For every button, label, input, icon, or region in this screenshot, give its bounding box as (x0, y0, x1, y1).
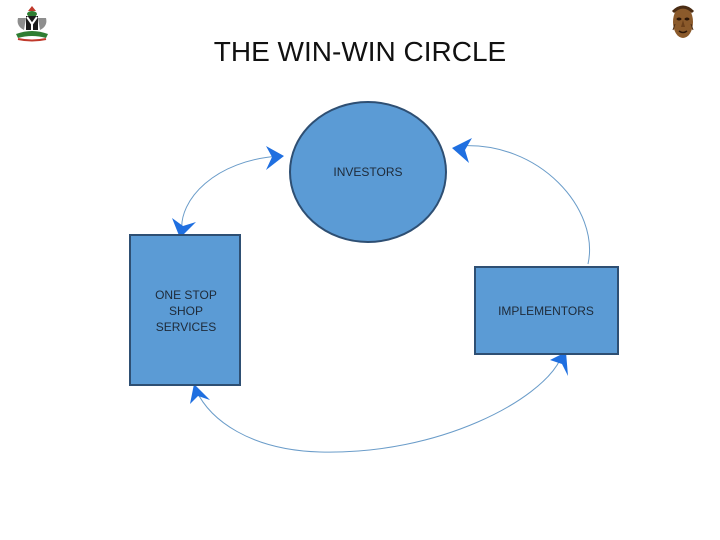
coat-of-arms-icon (16, 6, 48, 42)
one-stop-shop-label-line-1: ONE STOP (155, 288, 217, 302)
implementors-label: IMPLEMENTORS (498, 304, 594, 318)
one-stop-shop-label-line-3: SERVICES (156, 320, 216, 334)
mask-icon (671, 5, 695, 38)
one-stop-shop-label-line-2: SHOP (169, 304, 203, 318)
investors-label: INVESTORS (333, 165, 402, 179)
implementors-node: IMPLEMENTORS (474, 266, 619, 355)
investors-node: INVESTORS (289, 101, 447, 243)
arrowhead-icon (172, 218, 196, 238)
connector-services-to-investors (181, 155, 281, 233)
arrowhead-icon (550, 352, 568, 376)
arrowhead-icon (452, 138, 472, 163)
one-stop-shop-node: ONE STOP SHOP SERVICES (129, 234, 241, 386)
page-title: THE WIN-WIN CIRCLE (213, 36, 507, 67)
arrowhead-icon (266, 146, 284, 170)
connector-investors-to-implementors (457, 145, 590, 265)
connector-implementors-to-services (195, 359, 561, 453)
arrowhead-icon (190, 384, 210, 404)
